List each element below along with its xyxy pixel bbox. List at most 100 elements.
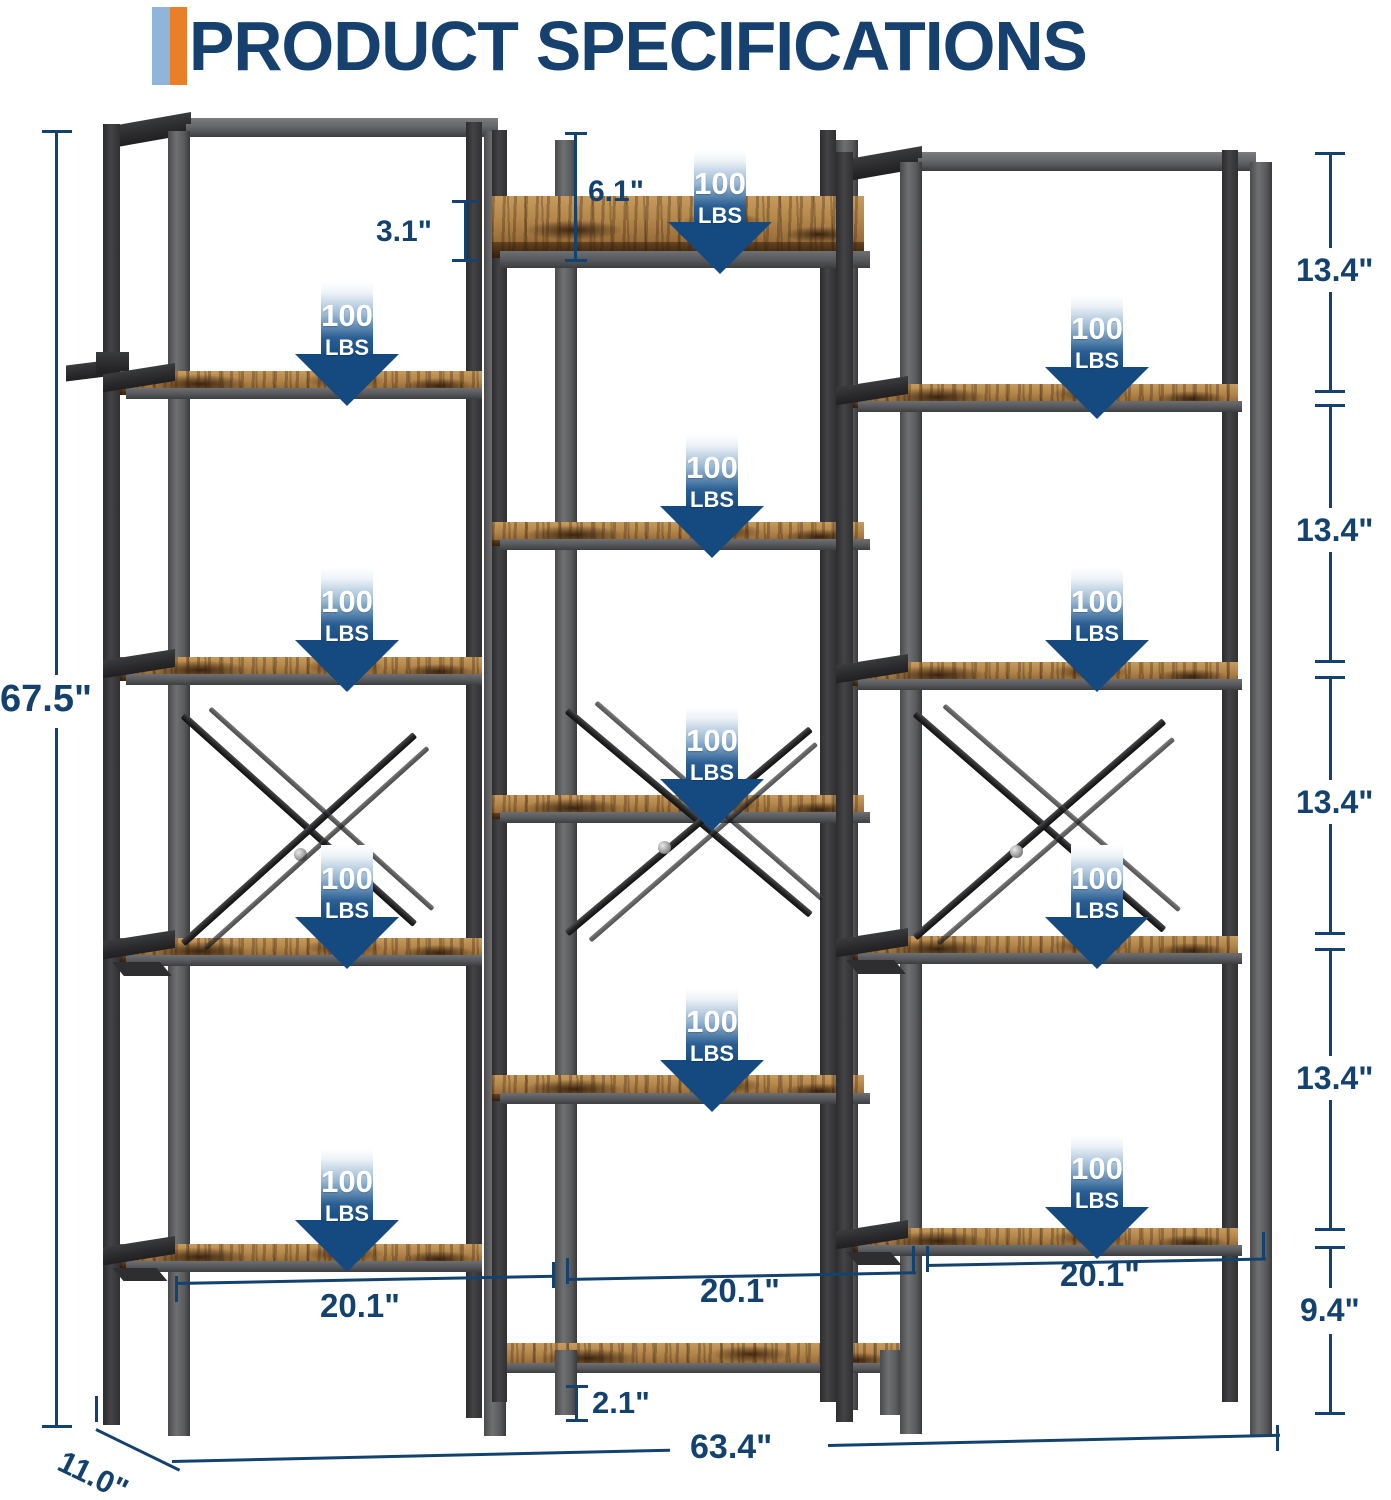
shelf-width-right-label: 20.1" — [1060, 1256, 1140, 1293]
height-dim-line-upper — [55, 130, 58, 675]
tier2-dim-line-upper — [1329, 404, 1332, 508]
tier2-dim-line-lower — [1329, 552, 1332, 662]
load-badge: 100 LBS — [295, 282, 399, 406]
page-title: PRODUCT SPECIFICATIONS — [189, 7, 1088, 85]
right-unit-back-right-post — [1222, 150, 1238, 1400]
center-unit-front-left-post — [555, 140, 577, 1410]
tier-gap-2-label: 13.4" — [1296, 512, 1374, 548]
left-unit-back-left-post — [103, 124, 120, 1424]
tier4-dim-cap-bottom — [1315, 1228, 1345, 1231]
right-unit-back-left-post — [836, 152, 853, 1422]
right-unit-front-left-post — [900, 162, 922, 1434]
tier1-dim-line-upper — [1329, 152, 1332, 248]
center-shelf-1-rail — [500, 251, 870, 268]
left-unit-foot-front-left — [168, 1288, 190, 1436]
tier-gap-3-label: 13.4" — [1296, 784, 1374, 820]
center-unit-back-left-post — [492, 130, 507, 1390]
shelf-width-center-label: 20.1" — [700, 1272, 780, 1309]
tier2-dim-cap-bottom — [1315, 660, 1345, 663]
load-badge: 100 LBS — [660, 707, 764, 831]
left-unit-top-rail-front — [186, 124, 498, 137]
tier1-dim-line-lower — [1329, 292, 1332, 392]
tier-gap-4-label: 13.4" — [1296, 1060, 1374, 1096]
right-unit-foot-back-left — [836, 1264, 853, 1409]
right-unit-foot-front-left — [900, 1272, 922, 1420]
left-shelf-3-rail — [126, 955, 482, 966]
load-badge: 100 LBS — [295, 568, 399, 692]
right-unit-top-rail-front — [918, 158, 1256, 171]
width-center-cap-end — [912, 1246, 915, 1272]
center-x-brace-hub — [658, 841, 671, 854]
left-shelf-1-rail — [126, 388, 482, 399]
overall-width-cap-right — [1276, 1425, 1279, 1451]
tier1-dim-cap-bottom — [1315, 390, 1345, 393]
bottom-tier-dim-cap-bottom — [1315, 1412, 1345, 1415]
left-shelf-4-rail — [126, 1261, 482, 1272]
load-badge: 100 LBS — [660, 988, 764, 1112]
center-unit-foot-front-left — [555, 1350, 577, 1415]
right-unit-front-right-post — [1250, 162, 1272, 1437]
load-badge: 100 LBS — [1045, 295, 1149, 419]
left-unit-foot-back-left — [103, 1280, 120, 1425]
center-unit-foot-back-left — [492, 1340, 507, 1402]
center-shelf-2-rail — [500, 539, 870, 550]
right-shelf-1-rail — [858, 401, 1242, 412]
load-badge: 100 LBS — [668, 150, 772, 274]
width-right-cap-end — [1262, 1232, 1265, 1258]
overall-width-label: 63.4" — [690, 1428, 773, 1466]
center-unit-foot-front-right — [880, 1350, 902, 1415]
load-badge: 100 LBS — [1045, 1135, 1149, 1259]
right-shelf-2-rail — [858, 679, 1242, 690]
thickness-dim-cap-bottom — [452, 259, 478, 262]
top-shelf-rise-label: 6.1" — [588, 175, 644, 208]
thickness-dim-line — [464, 200, 467, 262]
tier3-dim-cap-bottom — [1315, 932, 1345, 935]
width-right-cap-start — [926, 1246, 929, 1272]
overall-width-line-right — [828, 1433, 1280, 1447]
tier4-dim-line-upper — [1329, 948, 1332, 1056]
title-accent-orange-bar — [170, 7, 187, 85]
tier4-dim-line-lower — [1329, 1100, 1332, 1230]
height-dim-cap-bottom — [42, 1425, 72, 1428]
load-badge: 100 LBS — [660, 434, 764, 558]
left-unit-foot-back-right — [466, 1276, 482, 1418]
bottom-tier-gap-label: 9.4" — [1300, 1292, 1360, 1328]
right-unit-foot-back-right — [1222, 1260, 1238, 1402]
overall-depth-label: 11.0" — [52, 1443, 134, 1500]
shelf-width-left-label: 20.1" — [320, 1287, 400, 1324]
right-unit-foot-front-right — [1250, 1272, 1272, 1422]
clearance-dim-line — [575, 1385, 578, 1421]
width-left-cap-start — [175, 1276, 178, 1302]
height-dim-line-lower — [55, 728, 58, 1428]
bottom-clearance-label: 2.1" — [592, 1385, 650, 1420]
center-unit-foot-back-right — [820, 1340, 836, 1402]
left-shelf-2-rail — [126, 674, 482, 685]
center-shelf-3-rail — [500, 812, 870, 823]
right-shelf-3-rail — [858, 953, 1242, 964]
depth-dim-cap-start — [95, 1396, 98, 1422]
overall-height-label: 67.5" — [0, 678, 92, 720]
load-badge: 100 LBS — [1045, 568, 1149, 692]
overall-width-line-left — [172, 1448, 670, 1463]
width-center-cap-start — [566, 1258, 569, 1284]
load-badge: 100 LBS — [1045, 845, 1149, 969]
right-x-brace-hub — [1010, 845, 1023, 858]
load-badge: 100 LBS — [295, 1148, 399, 1272]
bottom-tier-dim-line-upper — [1329, 1246, 1332, 1288]
center-shelf-5-rail — [505, 1363, 903, 1373]
rise-dim-cap-bottom — [565, 259, 587, 262]
center-unit-back-right-post — [820, 130, 836, 1390]
left-unit-front-left-post — [168, 131, 190, 1431]
load-badge: 100 LBS — [295, 845, 399, 969]
tier3-dim-line-upper — [1329, 676, 1332, 780]
width-left-cap-end — [552, 1262, 555, 1288]
page-title-bar: PRODUCT SPECIFICATIONS — [0, 0, 1391, 92]
left-unit-back-right-post — [466, 122, 482, 1382]
tier-gap-1-label: 13.4" — [1296, 252, 1374, 288]
board-thickness-label: 3.1" — [376, 215, 432, 248]
bottom-tier-dim-line-lower — [1329, 1334, 1332, 1414]
clearance-dim-cap-bottom — [566, 1419, 588, 1422]
tier3-dim-line-lower — [1329, 824, 1332, 934]
anti-tip-bracket-plate — [96, 352, 129, 374]
